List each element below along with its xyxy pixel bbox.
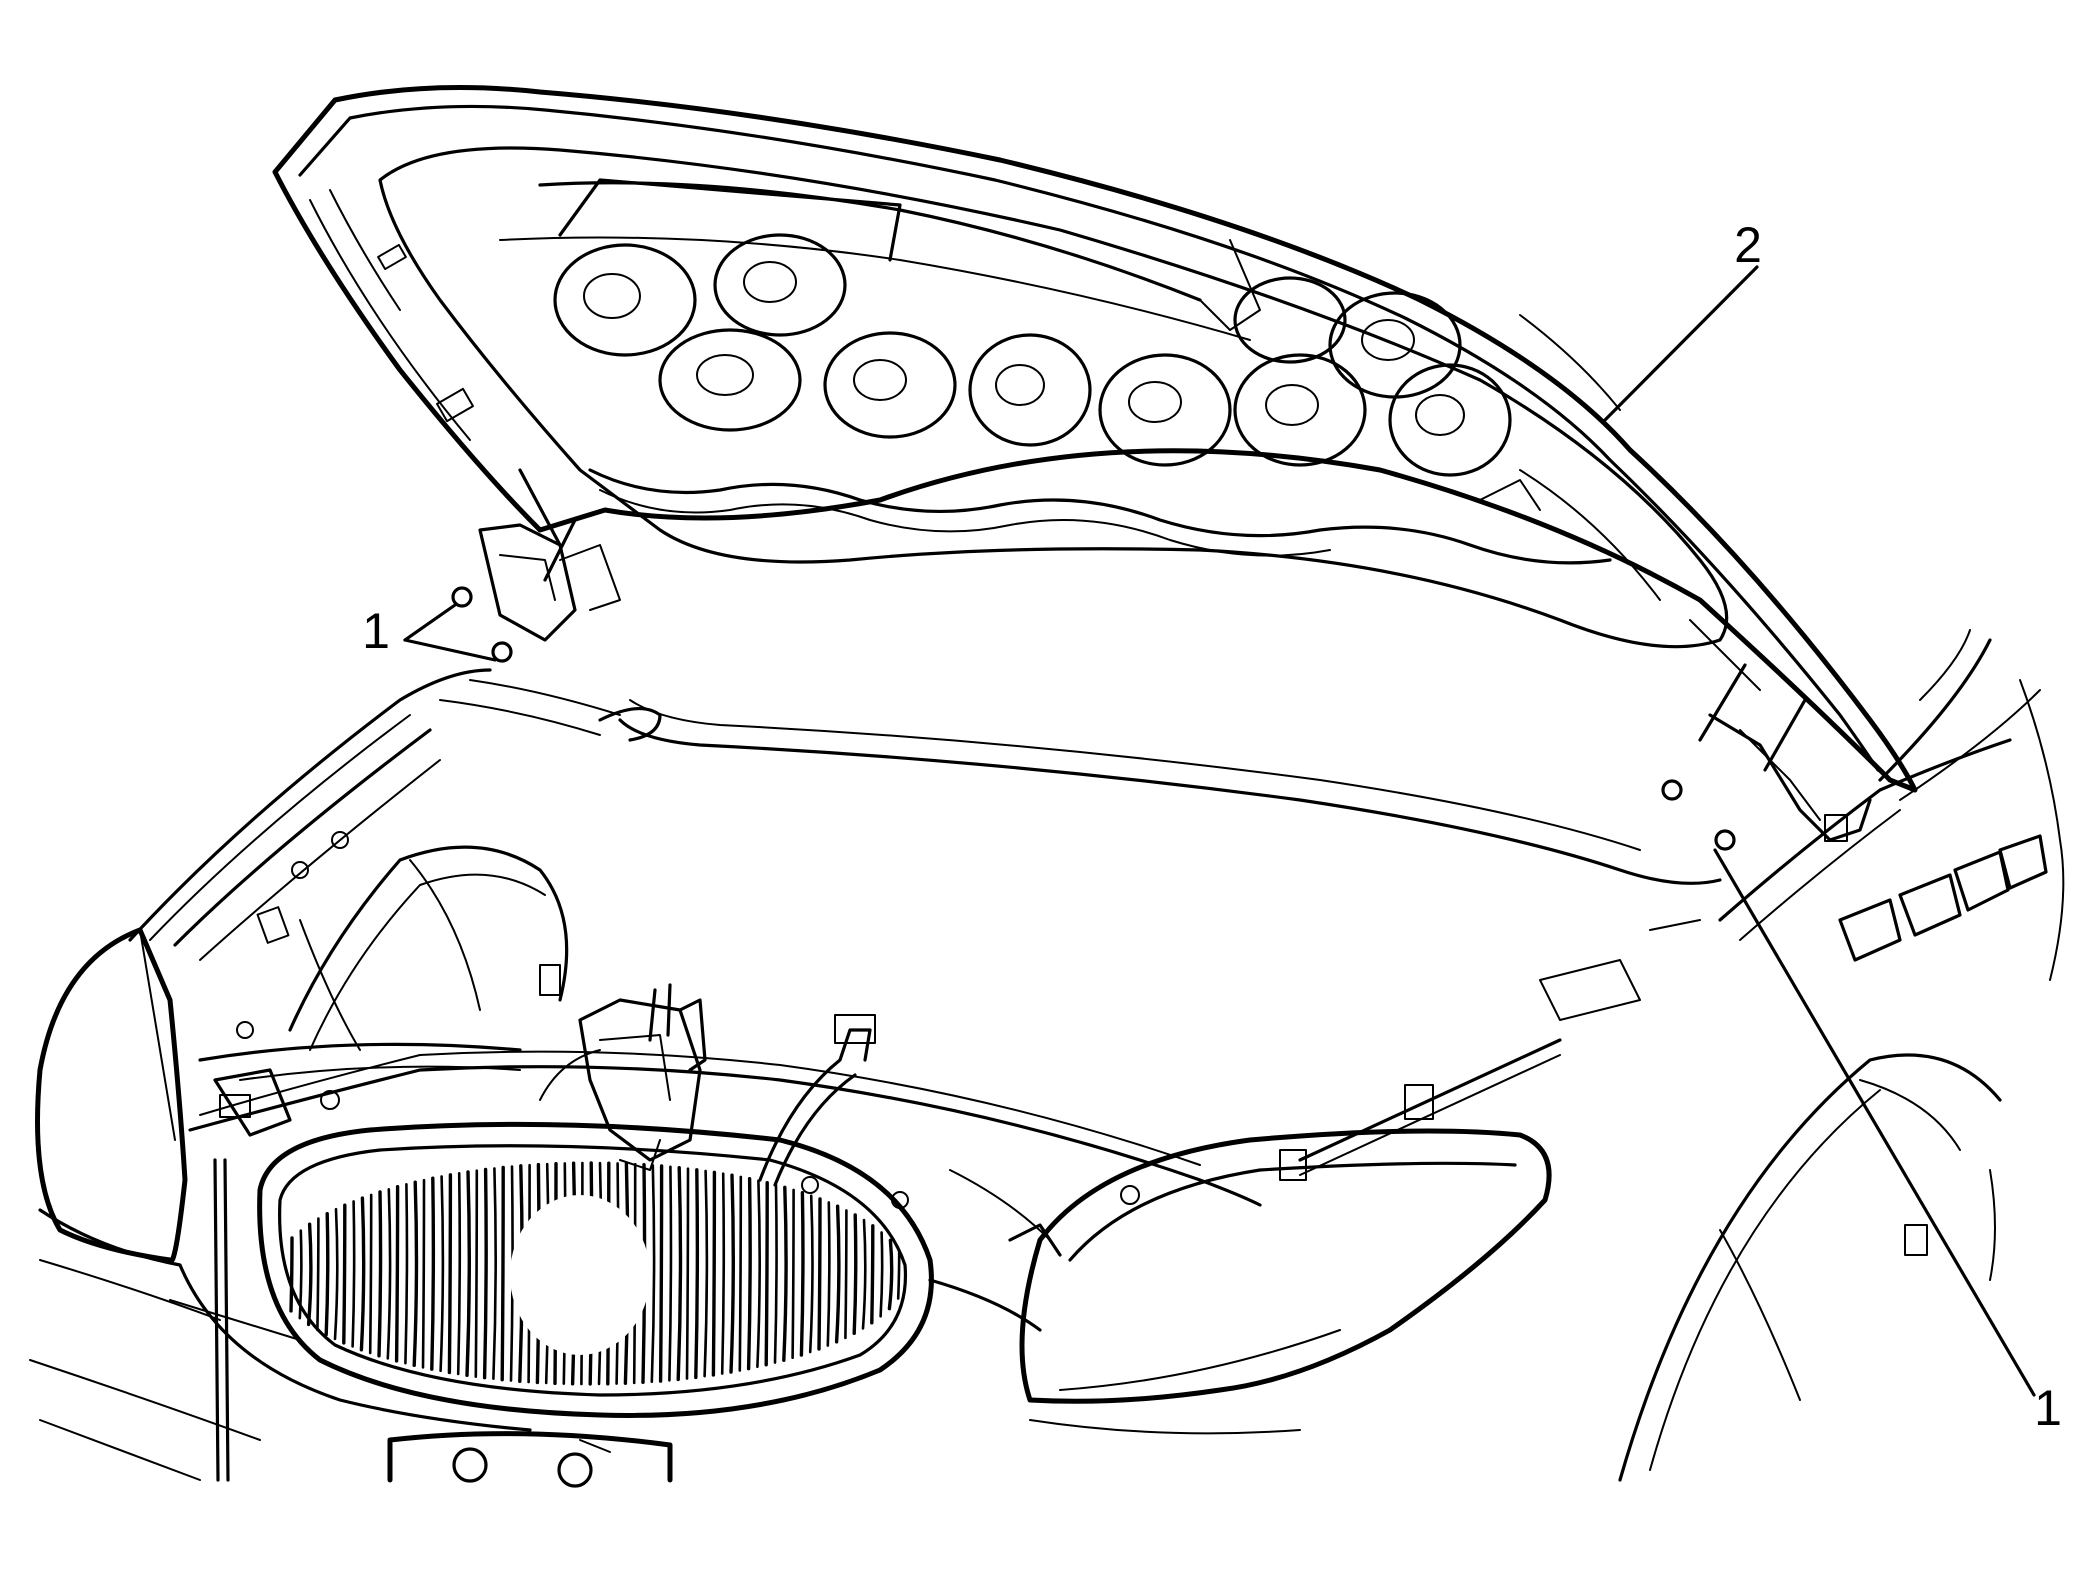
grille-bar bbox=[746, 1177, 752, 1371]
grille-bar bbox=[703, 1169, 709, 1378]
grille-bar bbox=[306, 1222, 313, 1327]
grille-bar bbox=[316, 1217, 320, 1332]
grille-bar bbox=[668, 1165, 673, 1382]
callout-1-left-label: 1 bbox=[362, 603, 390, 659]
callout-2-label: 2 bbox=[1734, 217, 1762, 273]
grille-emblem bbox=[510, 1195, 650, 1355]
grille-bar bbox=[720, 1172, 726, 1375]
grille-bar bbox=[368, 1193, 373, 1355]
grille-bar bbox=[430, 1176, 436, 1371]
grille-bar bbox=[887, 1238, 894, 1311]
right-headlamp bbox=[1019, 1128, 1552, 1404]
grille-bar bbox=[404, 1183, 409, 1365]
grille-bar bbox=[386, 1187, 392, 1360]
grille-bar bbox=[447, 1173, 453, 1375]
grille-bar bbox=[412, 1180, 419, 1368]
grille-bar bbox=[773, 1183, 778, 1364]
grille-bar bbox=[333, 1207, 339, 1341]
grille-bar bbox=[351, 1200, 356, 1348]
grille-bar bbox=[861, 1218, 867, 1330]
grille-bar bbox=[844, 1209, 848, 1340]
grille-bar bbox=[879, 1231, 884, 1318]
grille-bar bbox=[456, 1172, 462, 1376]
grille-bar bbox=[817, 1197, 822, 1351]
grille-bar bbox=[439, 1175, 445, 1373]
front-fascia bbox=[29, 1158, 1301, 1488]
grille-bar bbox=[394, 1185, 400, 1363]
callout-1-right-label: 1 bbox=[2034, 1380, 2062, 1436]
grille-bar bbox=[808, 1194, 814, 1354]
grille-bar bbox=[650, 1163, 656, 1384]
grille-bar bbox=[852, 1213, 858, 1336]
grille-bar bbox=[738, 1175, 743, 1372]
grille-bar bbox=[791, 1188, 795, 1360]
grille bbox=[257, 1121, 934, 1418]
hood bbox=[272, 85, 1918, 793]
grille-bar bbox=[764, 1181, 769, 1367]
leader-lines bbox=[403, 265, 2036, 1397]
grille-bar bbox=[421, 1178, 426, 1369]
grille-bar bbox=[658, 1164, 664, 1383]
left-hood-hinge bbox=[451, 468, 621, 663]
grille-bar bbox=[474, 1169, 479, 1378]
grille-bar bbox=[289, 1236, 294, 1313]
grille-bar bbox=[711, 1170, 717, 1377]
cowl-panel bbox=[439, 679, 1722, 885]
grille-bar bbox=[782, 1185, 788, 1362]
left-headlamp bbox=[35, 927, 188, 1264]
grille-bar bbox=[799, 1191, 805, 1357]
grille-bar bbox=[676, 1165, 683, 1382]
grille-bar bbox=[685, 1167, 690, 1380]
grille-bar bbox=[298, 1229, 303, 1320]
grille-bar bbox=[492, 1167, 497, 1381]
grille-bar bbox=[694, 1168, 700, 1380]
grille-bar bbox=[324, 1211, 330, 1337]
grille-bar bbox=[359, 1196, 366, 1352]
left-fender bbox=[128, 668, 569, 1051]
grille-bar bbox=[377, 1190, 383, 1358]
grille-bar bbox=[482, 1167, 488, 1380]
grille-bar bbox=[500, 1165, 505, 1382]
grille-bar bbox=[342, 1203, 347, 1345]
grille-bar bbox=[834, 1204, 841, 1344]
grille-bar bbox=[465, 1170, 471, 1378]
grille-bar bbox=[729, 1173, 735, 1374]
right-fender bbox=[1618, 629, 2065, 1482]
grille-bar bbox=[896, 1249, 901, 1300]
grille-bar bbox=[870, 1224, 875, 1325]
grille-bar bbox=[756, 1179, 761, 1369]
right-hood-hinge bbox=[1661, 663, 1872, 851]
grille-bar bbox=[826, 1201, 831, 1347]
engine-bay bbox=[188, 919, 1701, 1209]
